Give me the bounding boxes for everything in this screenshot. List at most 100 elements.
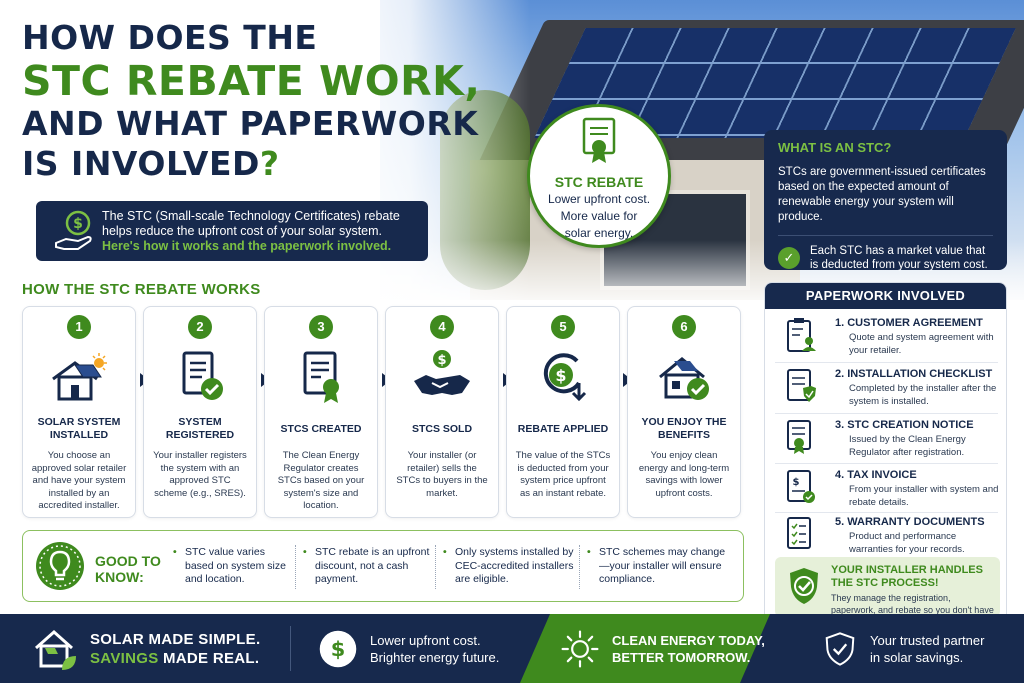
clipboard-user-icon bbox=[787, 318, 816, 352]
step-card-4: 4 $ STCS SOLD Your installer (or retaile… bbox=[385, 306, 499, 518]
good-to-know-heading: GOOD TO KNOW: bbox=[95, 553, 161, 585]
paperwork-item-1: 1. CUSTOMER AGREEMENT Quote and system a… bbox=[765, 313, 1006, 363]
step-title: SOLAR SYSTEM INSTALLED bbox=[37, 416, 121, 441]
certificate-notice-icon bbox=[787, 420, 811, 454]
paperwork-item-2: 2. INSTALLATION CHECKLIST Completed by t… bbox=[765, 364, 1006, 414]
paperwork-item-desc: Quote and system agreement with your ret… bbox=[849, 332, 994, 356]
step-desc: Your installer (or retailer) sells the S… bbox=[396, 450, 488, 499]
invoice-dollar-icon: $ bbox=[787, 470, 815, 503]
paperwork-item-desc: Issued by the Clean Energy Regulator aft… bbox=[849, 434, 966, 458]
footer-clean-line-2: BETTER TOMORROW. bbox=[612, 649, 751, 665]
house-solar-icon bbox=[52, 353, 107, 401]
step-title: STCS CREATED bbox=[280, 422, 362, 435]
shield-check-icon bbox=[825, 631, 855, 666]
step-card-6: 6 YOU ENJOY THE BENEFITS You enjoy clean… bbox=[627, 306, 741, 518]
what-is-text: STCs are government-issued certificates … bbox=[778, 166, 986, 223]
warranty-doc-icon bbox=[787, 517, 811, 549]
hand-dollar-icon: $ bbox=[55, 210, 92, 250]
divider bbox=[775, 413, 998, 414]
step-number: 1 bbox=[67, 315, 91, 339]
step-card-5: 5 $ REBATE APPLIED The value of the STCs… bbox=[506, 306, 620, 518]
intro-box: $ The STC (Small-scale Technology Certif… bbox=[36, 201, 428, 261]
shield-check-icon bbox=[790, 568, 818, 604]
check-icon: ✓ bbox=[778, 247, 800, 269]
good-to-know-point: STC rebate is an upfront discount, not a… bbox=[303, 546, 431, 587]
step-desc: You choose an approved solar retailer an… bbox=[31, 450, 127, 511]
paperwork-heading: PAPERWORK INVOLVED bbox=[765, 283, 1006, 309]
title-question-mark: ? bbox=[259, 144, 280, 183]
footer-slogan: SOLAR MADE SIMPLE. SAVINGS MADE REAL. bbox=[32, 614, 260, 683]
checklist-shield-icon bbox=[787, 369, 816, 402]
step-title: STCS SOLD bbox=[411, 422, 473, 435]
good-to-know-point: STC value varies based on system size an… bbox=[173, 546, 291, 587]
divider bbox=[775, 463, 998, 464]
paperwork-item-title: 2. INSTALLATION CHECKLIST bbox=[835, 368, 993, 380]
step-number: 4 bbox=[430, 315, 454, 339]
paperwork-item-4: $ 4. TAX INVOICE From your installer wit… bbox=[765, 465, 1006, 515]
what-is-heading: WHAT IS AN STC? bbox=[778, 140, 892, 155]
footer-slogan-line-1: SOLAR MADE SIMPLE. bbox=[90, 630, 261, 648]
step-card-3: 3 STCS CREATED The Clean Energy Regulato… bbox=[264, 306, 378, 518]
step-number: 5 bbox=[551, 315, 575, 339]
house-leaf-icon bbox=[35, 629, 76, 670]
intro-text: The STC (Small-scale Technology Certific… bbox=[102, 209, 400, 238]
divider bbox=[579, 545, 580, 589]
paperwork-item-title: 3. STC CREATION NOTICE bbox=[835, 419, 974, 431]
title-line-4-text: IS INVOLVED bbox=[22, 144, 260, 183]
lightbulb-icon bbox=[36, 542, 84, 590]
footer-slogan-line-2: SAVINGS MADE REAL. bbox=[90, 649, 260, 668]
sun-icon bbox=[561, 630, 599, 667]
certificate-icon bbox=[303, 351, 339, 403]
step-desc: The Clean Energy Regulator creates STCs … bbox=[277, 450, 365, 511]
paperwork-item-5: 5. WARRANTY DOCUMENTS Product and perfor… bbox=[765, 512, 1006, 562]
footer-bar: SOLAR MADE SIMPLE. SAVINGS MADE REAL. $ … bbox=[0, 614, 1024, 683]
good-to-know-point: STC schemes may change —your installer w… bbox=[587, 546, 727, 587]
divider bbox=[290, 626, 291, 671]
what-is-stc-box: WHAT IS AN STC? STCs are government-issu… bbox=[764, 130, 1007, 271]
what-is-note: Each STC has a market value that is dedu… bbox=[810, 245, 988, 271]
divider bbox=[435, 545, 436, 589]
divider bbox=[778, 235, 993, 236]
footer-clean-line-1: CLEAN ENERGY TODAY, bbox=[612, 632, 765, 648]
divider bbox=[295, 545, 296, 589]
footer-partner: Your trusted partner in solar savings. bbox=[822, 614, 984, 683]
step-number: 3 bbox=[309, 315, 333, 339]
step-title: SYSTEM REGISTERED bbox=[165, 416, 235, 441]
title-line-2: STC REBATE WORK, bbox=[22, 57, 481, 105]
step-card-2: 2 SYSTEM REGISTERED Your installer regis… bbox=[143, 306, 257, 518]
document-check-icon bbox=[182, 351, 223, 400]
step-card-1: 1 SOLAR SYSTEM INSTALLED You choose an a… bbox=[22, 306, 136, 518]
dollar-circle-icon: $ bbox=[319, 630, 357, 667]
step-number: 6 bbox=[672, 315, 696, 339]
footer-cost: $ Lower upfront cost. Brighter energy fu… bbox=[318, 614, 499, 683]
title-line-3: AND WHAT PAPERWORK bbox=[22, 104, 479, 143]
title-line-1: HOW DOES THE bbox=[22, 18, 318, 57]
dollar-arrow-icon: $ bbox=[543, 353, 587, 402]
step-desc: The value of the STCs is deducted from y… bbox=[515, 450, 611, 499]
badge-line-2: More value for bbox=[560, 209, 638, 223]
badge-line-3: solar energy. bbox=[564, 226, 634, 240]
svg-text:$: $ bbox=[331, 636, 346, 660]
installer-callout: YOUR INSTALLER HANDLES THE STC PROCESS! … bbox=[775, 557, 1000, 621]
divider bbox=[775, 512, 998, 513]
paperwork-panel: PAPERWORK INVOLVED 1. CUSTOMER AGREEMENT… bbox=[764, 282, 1007, 622]
step-title: REBATE APPLIED bbox=[517, 422, 609, 435]
title-line-4: IS INVOLVED? bbox=[22, 144, 480, 184]
handshake-dollar-icon: $ bbox=[414, 350, 470, 395]
page-title: HOW DOES THE STC REBATE WORK, AND WHAT P… bbox=[22, 18, 480, 184]
paperwork-item-desc: Product and performance warranties for y… bbox=[849, 531, 965, 555]
svg-text:$: $ bbox=[437, 353, 446, 368]
paperwork-item-title: 1. CUSTOMER AGREEMENT bbox=[835, 317, 983, 329]
steps-row: 1 SOLAR SYSTEM INSTALLED You choose an a… bbox=[22, 306, 742, 518]
svg-text:$: $ bbox=[793, 477, 800, 488]
intro-highlight: Here's how it works and the paperwork in… bbox=[102, 239, 392, 253]
svg-text:$: $ bbox=[555, 366, 566, 385]
badge-title: STC REBATE bbox=[554, 174, 644, 190]
good-to-know-box: GOOD TO KNOW: STC value varies based on … bbox=[22, 530, 744, 602]
house-check-icon bbox=[659, 357, 709, 400]
step-title: YOU ENJOY THE BENEFITS bbox=[641, 416, 727, 441]
footer-partner-line-1: Your trusted partner bbox=[870, 632, 985, 648]
paperwork-item-desc: From your installer with system and reba… bbox=[849, 484, 999, 508]
step-number: 2 bbox=[188, 315, 212, 339]
stc-rebate-badge: STC REBATE Lower upfront cost. More valu… bbox=[527, 104, 671, 248]
